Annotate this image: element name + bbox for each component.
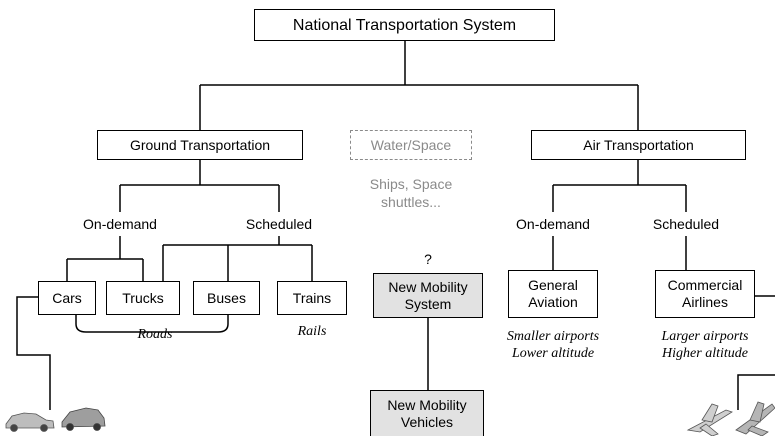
buses-box: Buses	[193, 281, 260, 315]
air-scheduled-label: Scheduled	[652, 216, 720, 232]
ground-transportation-box: Ground Transportation	[97, 130, 303, 160]
roads-brace	[75, 315, 229, 333]
water-space-note: Ships, Space shuttles...	[369, 176, 453, 210]
air-transportation-box: Air Transportation	[531, 130, 746, 160]
airplane-image-line	[737, 374, 775, 410]
ground-split	[119, 160, 280, 212]
trucks-box: Trucks	[106, 281, 180, 315]
root-box: National Transportation System	[254, 9, 555, 41]
air-split	[552, 160, 687, 212]
roads-note: Roads	[137, 327, 173, 342]
car-image-1	[5, 412, 55, 432]
commercial-airlines-box: Commercial Airlines	[655, 270, 755, 318]
ground-on-demand-label: On-demand	[83, 216, 157, 232]
cars-image-line	[16, 296, 51, 410]
rails-note: Rails	[297, 324, 327, 339]
general-aviation-note: Smaller airports Lower altitude	[506, 329, 600, 361]
car-image-2	[61, 407, 106, 431]
trains-box: Trains	[277, 281, 347, 315]
airplane-image-1	[686, 403, 733, 436]
cars-box: Cars	[38, 281, 96, 315]
ground-scheduled-split	[162, 236, 313, 281]
ground-scheduled-label: Scheduled	[245, 216, 313, 232]
air-on-demand-label: On-demand	[516, 216, 590, 232]
airplane-image-2	[735, 401, 775, 436]
new-mobility-system-box: New Mobility System	[373, 273, 483, 318]
ground-ondemand-split	[66, 236, 144, 281]
commercial-airlines-note: Larger airports Higher altitude	[661, 329, 749, 361]
new-mobility-vehicles-box: New Mobility Vehicles	[370, 390, 484, 436]
water-space-box: Water/Space	[350, 130, 472, 160]
question-mark: ?	[424, 251, 432, 267]
general-aviation-box: General Aviation	[508, 270, 598, 318]
